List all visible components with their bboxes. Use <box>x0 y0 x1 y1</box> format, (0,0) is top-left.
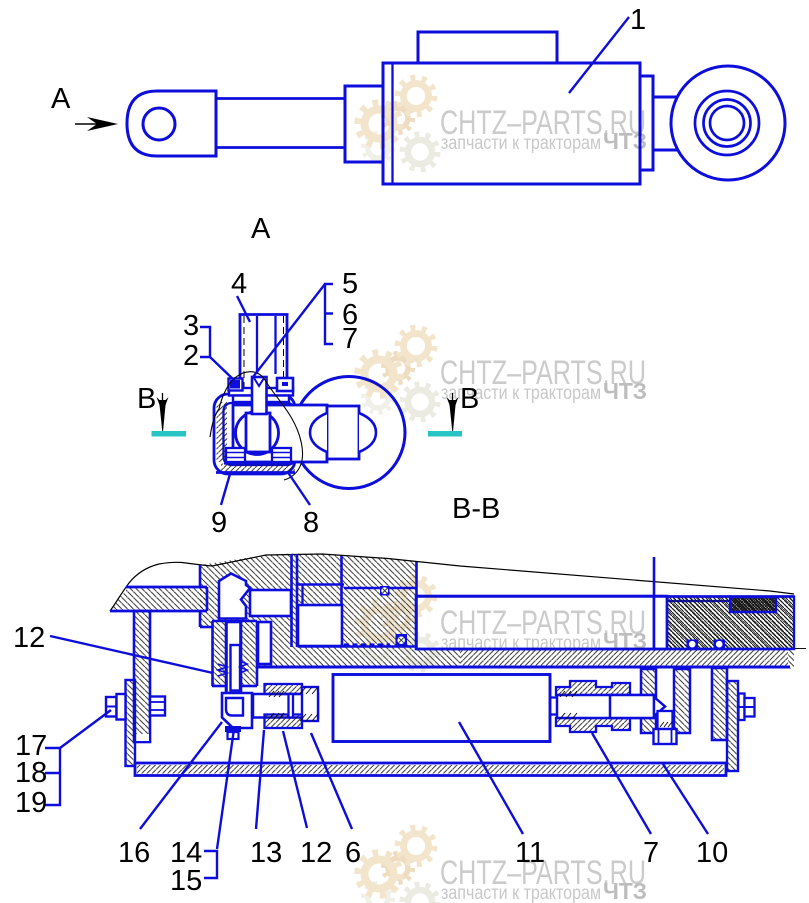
svg-text:запчасти к тракторам: запчасти к тракторам <box>441 883 601 903</box>
svg-text:B-B: B-B <box>452 493 500 525</box>
svg-text:9: 9 <box>211 507 227 539</box>
svg-text:2: 2 <box>183 340 199 372</box>
svg-text:ЧТЗ: ЧТЗ <box>603 628 647 654</box>
svg-text:12: 12 <box>13 622 45 654</box>
svg-text:3: 3 <box>183 310 199 342</box>
svg-text:6: 6 <box>342 299 358 331</box>
svg-text:6: 6 <box>345 837 361 869</box>
svg-text:A: A <box>51 83 71 115</box>
svg-text:16: 16 <box>118 837 150 869</box>
svg-text:19: 19 <box>15 787 47 819</box>
svg-text:11: 11 <box>515 837 545 869</box>
svg-text:12: 12 <box>300 837 332 869</box>
svg-text:7: 7 <box>342 323 358 355</box>
svg-text:запчасти к тракторам: запчасти к тракторам <box>441 383 601 404</box>
svg-text:15: 15 <box>170 865 202 897</box>
svg-text:ЧТЗ: ЧТЗ <box>603 128 647 154</box>
svg-text:B: B <box>137 383 156 415</box>
svg-text:запчасти к тракторам: запчасти к тракторам <box>441 133 601 154</box>
svg-text:13: 13 <box>250 837 282 869</box>
svg-text:18: 18 <box>15 757 47 789</box>
svg-text:ЧТЗ: ЧТЗ <box>603 378 647 404</box>
svg-text:8: 8 <box>303 507 319 539</box>
svg-text:B: B <box>460 383 479 415</box>
svg-text:14: 14 <box>170 837 202 869</box>
svg-text:CHTZ–PARTS.RU: CHTZ–PARTS.RU <box>440 604 646 642</box>
svg-text:CHTZ–PARTS.RU: CHTZ–PARTS.RU <box>440 354 646 392</box>
svg-text:10: 10 <box>696 837 728 869</box>
svg-text:A: A <box>251 213 271 245</box>
svg-text:ЧТЗ: ЧТЗ <box>603 878 647 903</box>
svg-text:запчасти к тракторам: запчасти к тракторам <box>441 633 601 654</box>
svg-text:17: 17 <box>15 730 47 762</box>
svg-text:CHTZ–PARTS.RU: CHTZ–PARTS.RU <box>440 854 646 892</box>
svg-text:7: 7 <box>643 837 659 869</box>
svg-text:5: 5 <box>342 268 358 300</box>
svg-text:CHTZ–PARTS.RU: CHTZ–PARTS.RU <box>440 104 646 142</box>
svg-text:1: 1 <box>630 4 646 36</box>
svg-text:4: 4 <box>231 268 247 300</box>
